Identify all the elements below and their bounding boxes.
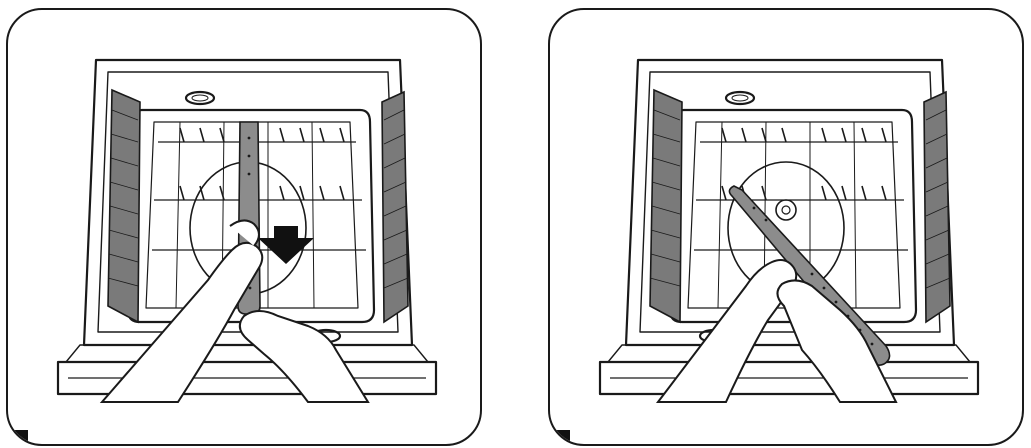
step-tab (8, 430, 28, 444)
filter-panel-right (923, 90, 951, 324)
top-vent (184, 90, 216, 106)
dishwasher-illustration-arm-removed (550, 58, 980, 444)
hand-right (238, 310, 370, 403)
step-tab (550, 430, 570, 444)
filter-panel-left (649, 88, 683, 324)
illustration-panel-left (6, 8, 482, 446)
filter-panel-left (107, 88, 141, 324)
hand-left (99, 241, 264, 403)
arm-hub (775, 199, 797, 221)
top-vent (724, 90, 756, 106)
hand-left (655, 259, 798, 403)
filter-panel-right (381, 90, 409, 324)
dishwasher-illustration-remove-arm (8, 58, 438, 444)
arrow-down-icon (258, 226, 314, 264)
finger-left (229, 219, 260, 247)
illustration-panel-right (548, 8, 1024, 446)
hand-right (776, 279, 898, 403)
